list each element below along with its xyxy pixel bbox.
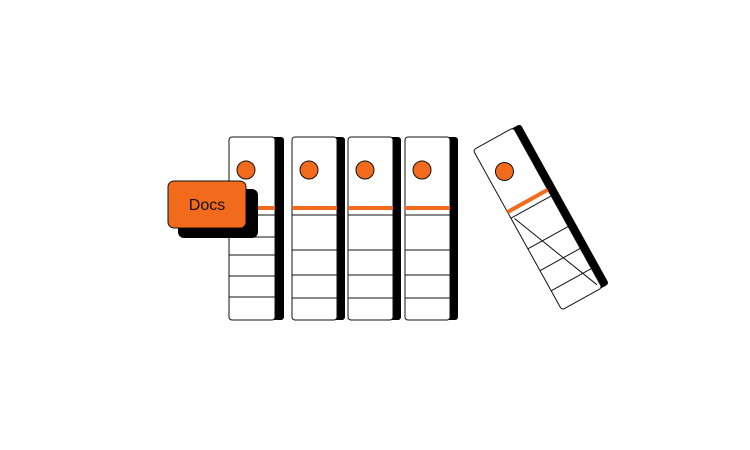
binder-5-divider: [527, 226, 569, 250]
binder-3-accent-stripe: [348, 206, 393, 210]
binder-2-accent-stripe: [292, 206, 337, 210]
ring-hole-icon: [494, 161, 514, 181]
ring-hole-icon: [299, 160, 319, 180]
ring-hole-icon: [412, 160, 432, 180]
binder-2: [291, 136, 345, 321]
binder-5-divider: [550, 268, 592, 292]
binder-5-divider: [539, 247, 581, 272]
binder-3-face: [347, 136, 394, 321]
binder-5-diagonal: [514, 218, 598, 286]
binder-4-face: [404, 136, 451, 321]
binder-4-accent-stripe: [405, 206, 450, 210]
binder-5-leaning: [473, 124, 608, 310]
ring-hole-icon: [355, 160, 375, 180]
binder-3: [347, 136, 401, 321]
binder-4: [404, 136, 458, 321]
binder-5-divider: [510, 195, 552, 219]
binder-5-accent-stripe: [506, 188, 549, 214]
docs-tag: Docs: [167, 180, 258, 238]
label-tag-icon: [167, 180, 247, 229]
docs-tag-label: Docs: [189, 197, 225, 214]
binder-2-face: [291, 136, 338, 321]
ring-hole-icon: [236, 160, 256, 180]
